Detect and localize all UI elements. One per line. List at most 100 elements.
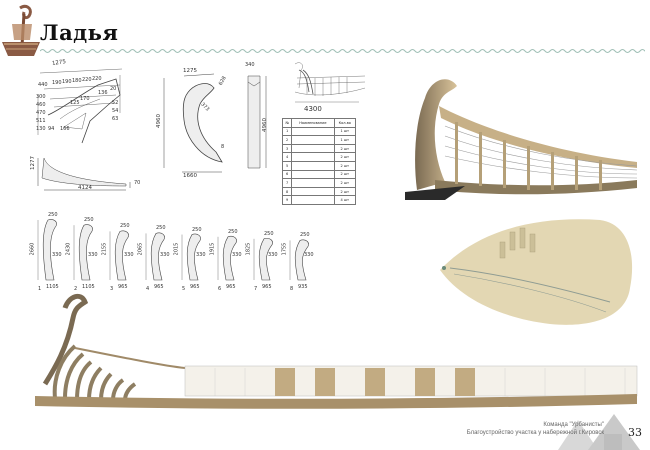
table-cell: 4	[281, 152, 293, 162]
rib-height: 4960	[156, 114, 162, 128]
rib-4-top: 250	[156, 225, 166, 232]
rib-7-height: 1825	[245, 242, 252, 256]
table-cell	[291, 169, 335, 180]
rib-5-height: 2015	[173, 242, 180, 256]
table-header: Наименование	[291, 118, 335, 128]
table-cell	[291, 152, 335, 162]
rib-4-mid: 330	[160, 252, 170, 258]
rib-5-number: 5	[182, 286, 186, 292]
rib-6-height: 1915	[209, 242, 216, 256]
dim-left-4: 511	[36, 118, 46, 124]
rib-6-top: 250	[228, 228, 238, 235]
rib-2-mid: 330	[88, 252, 98, 258]
rib-1-bottom: 1105	[46, 284, 59, 290]
rib-4-height: 2065	[137, 242, 144, 256]
large-rib-drawing	[163, 73, 223, 173]
table-cell: 2	[281, 135, 293, 145]
table-row: 7 2 шт	[281, 178, 357, 188]
profile-end: 70	[134, 180, 141, 186]
post-width: 340	[245, 62, 255, 68]
table-cell: 4 шт	[333, 195, 357, 205]
table-cell: 2 шт	[333, 152, 357, 162]
table-cell: 1 шт	[333, 135, 357, 145]
dim-left-3: 470	[36, 110, 46, 116]
dim-top-4: 190	[62, 79, 72, 85]
table-cell	[291, 135, 335, 145]
rib-1-shape	[37, 219, 57, 281]
dim-left-1: 300	[36, 94, 46, 100]
rib-3-mid: 330	[124, 252, 134, 258]
table-cell	[291, 186, 335, 197]
perspective-width: 4300	[304, 105, 322, 113]
wave-divider	[40, 49, 645, 53]
rib-1-number: 1	[38, 286, 42, 292]
dim-inner-5: 52	[112, 100, 119, 106]
table-header: Кол-во	[333, 118, 357, 128]
rib-6-mid: 330	[232, 252, 242, 258]
table-cell: 2 шт	[333, 178, 357, 188]
rib-5-bottom: 965	[190, 284, 200, 290]
table-cell: 5	[281, 160, 293, 171]
rib-6-number: 6	[218, 286, 222, 292]
dim-inner-3: 136	[98, 90, 108, 96]
footer-project: Благоустройство участка у набережной г.К…	[466, 430, 604, 436]
rib-4-shape	[145, 232, 165, 281]
rib-6-shape	[217, 236, 237, 281]
table-cell	[291, 160, 335, 171]
rib-top: 1275	[183, 68, 197, 74]
rib-2-shape	[73, 224, 93, 281]
rib-5-shape	[181, 233, 201, 281]
page-title: Ладья	[40, 20, 119, 45]
table-cell: 8	[281, 186, 293, 197]
rib-4-bottom: 965	[154, 284, 164, 290]
rib-8-top: 250	[300, 232, 310, 239]
rib-8-mid: 330	[304, 252, 314, 258]
rib-7-bottom: 965	[262, 284, 272, 290]
table-cell: 2 шт	[333, 186, 357, 197]
rib-7-shape	[253, 238, 273, 281]
rib-3-shape	[109, 230, 129, 281]
rib-8-shape	[289, 239, 309, 281]
table-cell: 9	[281, 195, 293, 205]
deck-render	[440, 219, 633, 325]
rib-5-mid: 330	[196, 252, 206, 258]
rib-1-top: 250	[48, 212, 58, 218]
table-cell: 7	[281, 178, 293, 188]
head-drawing	[37, 68, 123, 144]
table-cell	[291, 126, 335, 137]
head-render	[405, 79, 638, 200]
table-row: 4 2 шт	[281, 152, 357, 162]
rib-2-height: 2430	[65, 242, 72, 256]
rib-2-number: 2	[74, 286, 78, 292]
rib-7-number: 7	[254, 286, 258, 292]
dim-inner-4: 20	[110, 86, 117, 92]
rib-8-height: 1755	[281, 242, 288, 256]
rib-6-bottom: 965	[226, 284, 236, 290]
table-header: №	[281, 118, 293, 128]
table-cell: 2 шт	[333, 169, 357, 180]
rib-3-height: 2155	[101, 242, 108, 256]
elevation-render	[35, 293, 638, 409]
page-number: 33	[628, 426, 642, 439]
ship-logo	[2, 4, 40, 56]
table-cell: 3	[281, 143, 293, 154]
rib-7-top: 250	[264, 230, 274, 237]
dim-inner-2: 170	[80, 96, 90, 102]
dim-top-2: 440	[38, 82, 48, 88]
dim-inner-6: 54	[112, 108, 119, 114]
dim-left-6: 94	[48, 126, 55, 132]
table-row: 8 2 шт	[281, 186, 357, 197]
house-illustration	[558, 414, 640, 450]
rib-3-top: 250	[120, 223, 130, 230]
profile-width: 4124	[78, 185, 92, 191]
dim-inner-1: 125	[70, 100, 80, 106]
perspective-drawing	[294, 62, 366, 103]
dim-top-7: 220	[92, 76, 102, 82]
rib-bottom: 1660	[183, 173, 197, 179]
rib-8-bottom: 935	[298, 284, 308, 290]
